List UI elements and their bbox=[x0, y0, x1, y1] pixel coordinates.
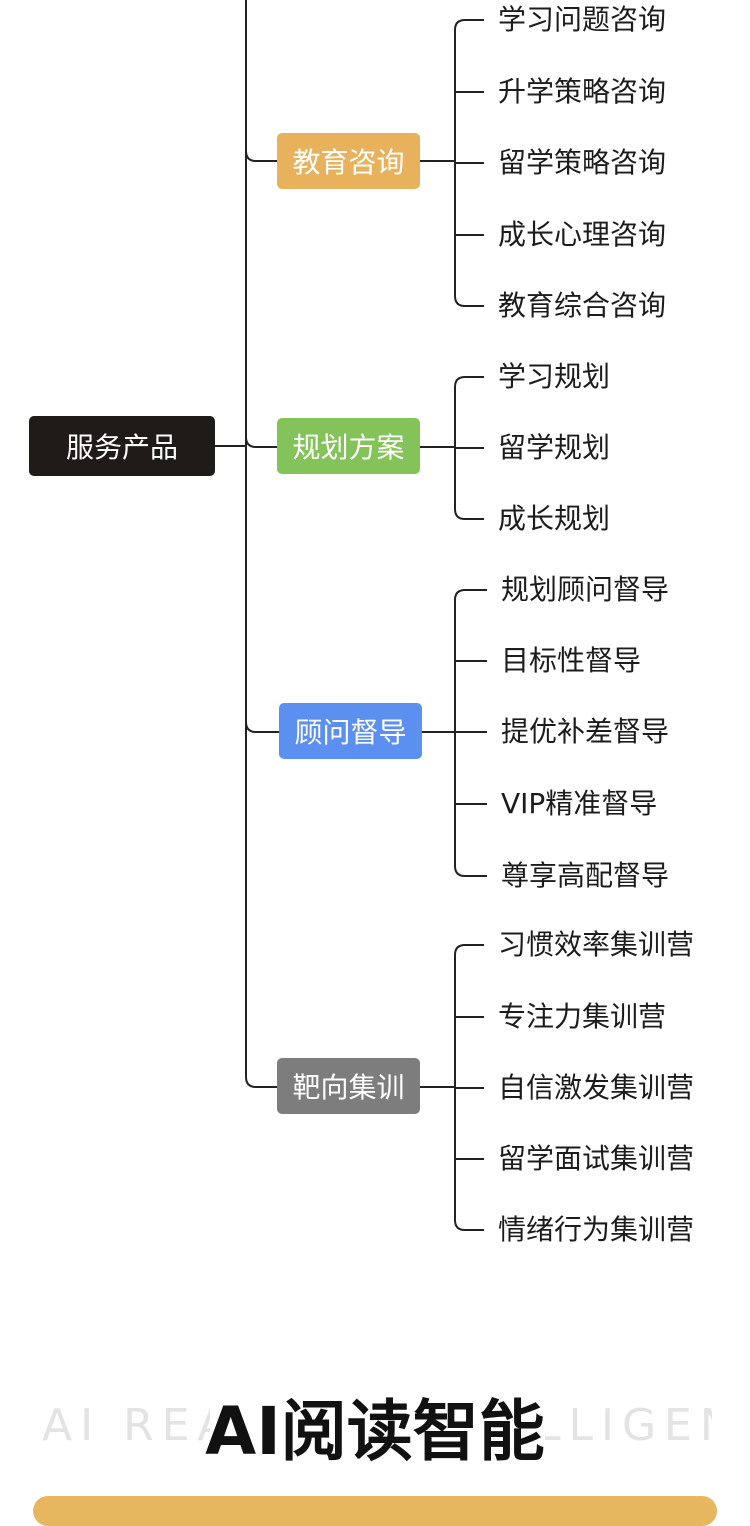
category-connector bbox=[245, 721, 279, 733]
leaf-connector bbox=[454, 865, 487, 877]
leaf-item: 目标性督导 bbox=[501, 644, 642, 677]
leaf-connector bbox=[454, 508, 484, 520]
category-label: 顾问督导 bbox=[294, 716, 407, 749]
category-education-consulting: 教育咨询 bbox=[277, 133, 420, 189]
category-label: 教育咨询 bbox=[292, 146, 405, 179]
category-connector bbox=[245, 436, 277, 448]
category-targeted-training: 靶向集训 bbox=[277, 1058, 420, 1114]
category-planning: 规划方案 bbox=[277, 418, 420, 474]
leaf-connector bbox=[454, 944, 484, 956]
category-advisor-supervision: 顾问督导 bbox=[279, 703, 422, 759]
root-node: 服务产品 bbox=[29, 416, 215, 476]
leaf-item: 学习规划 bbox=[498, 360, 611, 393]
leaf-connector bbox=[454, 1219, 484, 1231]
leaf-item: 习惯效率集训营 bbox=[498, 928, 695, 961]
root-label: 服务产品 bbox=[65, 431, 178, 464]
category-connector bbox=[245, 150, 277, 162]
leaf-item: 自信激发集训营 bbox=[498, 1071, 695, 1104]
leaf-item: 留学面试集训营 bbox=[498, 1142, 695, 1175]
mind-map-connectors bbox=[215, 0, 487, 1231]
leaf-item: 规划顾问督导 bbox=[501, 573, 670, 606]
leaf-item: 留学规划 bbox=[498, 431, 611, 464]
leaf-item: 情绪行为集训营 bbox=[498, 1213, 695, 1246]
section-title: AI阅读智能 bbox=[205, 1393, 545, 1470]
leaf-item: 专注力集训营 bbox=[498, 1000, 667, 1033]
leaf-item: 升学策略咨询 bbox=[498, 75, 667, 108]
category-connector bbox=[245, 1076, 277, 1088]
leaf-item: 学习问题咨询 bbox=[498, 3, 667, 36]
bottom-card-top-edge bbox=[33, 1496, 717, 1526]
leaf-connector bbox=[454, 589, 487, 601]
leaf-item: 成长规划 bbox=[498, 502, 611, 535]
leaf-item: 提优补差督导 bbox=[501, 715, 670, 748]
category-label: 规划方案 bbox=[292, 431, 405, 464]
leaf-item: 留学策略咨询 bbox=[498, 146, 667, 179]
category-label: 靶向集训 bbox=[292, 1071, 405, 1104]
leaf-item: 教育综合咨询 bbox=[498, 289, 667, 322]
leaf-item: 尊享高配督导 bbox=[501, 859, 670, 892]
leaf-connector bbox=[454, 19, 484, 31]
leaf-item: VIP精准督导 bbox=[501, 787, 658, 820]
section-title-backdrop bbox=[210, 1386, 545, 1456]
mind-map: 服务产品 教育咨询 规划方案 顾问督导 靶向集训 学习问题咨询 升学策略咨询 留… bbox=[29, 0, 695, 1246]
leaf-item: 成长心理咨询 bbox=[498, 218, 667, 251]
leaf-connector bbox=[454, 295, 484, 307]
leaf-connector bbox=[454, 376, 484, 388]
